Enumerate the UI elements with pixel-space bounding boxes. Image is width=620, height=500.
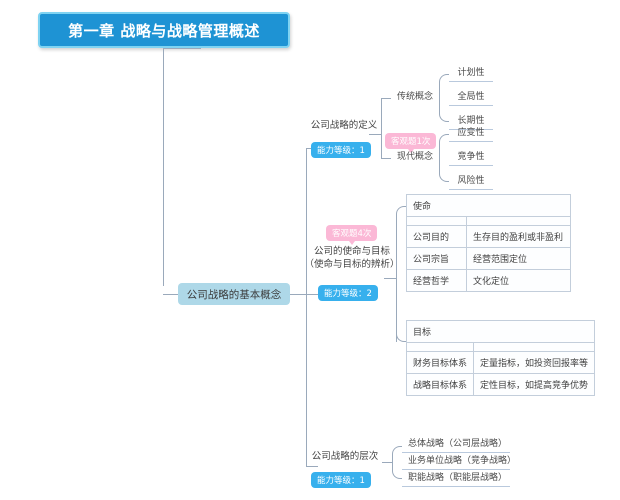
branch-mission-label[interactable]: 公司的使命与目标 （使命与目标的辨析） bbox=[300, 245, 404, 271]
table-goal-r0-c1: 定量指标，如投资回报率等 bbox=[473, 351, 596, 374]
connector-center-right-stub bbox=[290, 294, 306, 295]
table-row: 目标 bbox=[405, 320, 596, 343]
center-node-text: 公司战略的基本概念 bbox=[186, 288, 282, 301]
badge-definition-level[interactable]: 能力等级：1 bbox=[311, 142, 371, 158]
table-mission-spacer-right bbox=[466, 216, 571, 226]
table-goal-spacer-right bbox=[473, 342, 596, 352]
connector-modern-curve-top bbox=[439, 134, 449, 158]
group-traditional-label[interactable]: 传统概念 bbox=[391, 90, 439, 105]
leaf-traditional-1[interactable]: 全局性 bbox=[449, 90, 493, 106]
connector-branch-spine bbox=[306, 148, 307, 466]
table-row: 战略目标体系 定性目标，如提高竞争优势 bbox=[405, 373, 596, 396]
branch-definition-label-text: 公司战略的定义 bbox=[310, 120, 378, 131]
chapter-title-node[interactable]: 第一章 战略与战略管理概述 bbox=[38, 12, 290, 48]
table-row: 公司宗旨 经营范围定位 bbox=[406, 247, 571, 270]
connector-modern-curve-bottom bbox=[439, 158, 449, 182]
connector-branch-levels bbox=[306, 466, 318, 467]
table-mission-r0-c0: 公司目的 bbox=[406, 225, 467, 248]
leaf-modern-1[interactable]: 竞争性 bbox=[449, 150, 493, 166]
connector-definition-modern bbox=[381, 158, 391, 159]
connector-definition-traditional bbox=[381, 98, 391, 99]
badge-levels-level[interactable]: 能力等级：1 bbox=[311, 472, 371, 488]
connector-title-top-stub bbox=[163, 48, 201, 49]
table-row bbox=[405, 342, 596, 352]
branch-definition-label[interactable]: 公司战略的定义 bbox=[308, 119, 380, 132]
connector-mission-in bbox=[384, 278, 396, 279]
table-goal-r1-c1: 定性目标，如提高竞争优势 bbox=[473, 373, 596, 396]
table-goal-r1-c0: 战略目标体系 bbox=[405, 373, 475, 396]
connector-branch-mission bbox=[306, 294, 318, 295]
connector-mission-table2-curve bbox=[396, 332, 406, 342]
connector-levels-in bbox=[382, 462, 392, 463]
badge-definition-question-text: 客观题1次 bbox=[391, 137, 431, 147]
leaf-traditional-2[interactable]: 长期性 bbox=[449, 114, 493, 130]
connector-traditional-curve-bottom bbox=[439, 98, 449, 122]
connector-definition-in bbox=[369, 134, 381, 135]
badge-mission-level-text: 能力等级：2 bbox=[324, 289, 372, 299]
leaf-levels-1[interactable]: 业务单位战略（竞争战略） bbox=[402, 454, 516, 470]
table-mission-header: 使命 bbox=[406, 194, 571, 217]
group-modern-label[interactable]: 现代概念 bbox=[391, 150, 439, 165]
leaf-traditional-0-text: 计划性 bbox=[457, 68, 485, 78]
chapter-title-text: 第一章 战略与战略管理概述 bbox=[68, 21, 260, 40]
connector-mission-table1-curve bbox=[396, 206, 406, 216]
leaf-traditional-2-text: 长期性 bbox=[457, 116, 485, 126]
table-goal: 目标 财务目标体系 定量指标，如投资回报率等 战略目标体系 定性目标，如提高竞争… bbox=[405, 320, 596, 396]
table-row: 财务目标体系 定量指标，如投资回报率等 bbox=[405, 351, 596, 374]
leaf-modern-2[interactable]: 风险性 bbox=[449, 174, 493, 190]
table-row: 经营哲学 文化定位 bbox=[406, 269, 571, 292]
leaf-traditional-1-text: 全局性 bbox=[457, 92, 485, 102]
table-row: 使命 bbox=[406, 194, 571, 217]
table-mission-r0-c1: 生存目的盈利或非盈利 bbox=[466, 225, 571, 248]
badge-definition-level-text: 能力等级：1 bbox=[317, 146, 365, 156]
branch-mission-label-line2: （使命与目标的辨析） bbox=[304, 259, 400, 270]
table-mission-r1-c0: 公司宗旨 bbox=[406, 247, 467, 270]
table-mission-r2-c1: 文化定位 bbox=[466, 269, 571, 292]
badge-mission-question-text: 客观题4次 bbox=[332, 229, 372, 239]
connector-definition-spine bbox=[381, 98, 382, 158]
leaf-modern-0-text: 应变性 bbox=[457, 128, 485, 138]
badge-mission-question[interactable]: 客观题4次 bbox=[326, 225, 378, 245]
connector-mission-spine bbox=[396, 214, 397, 342]
badge-mission-level[interactable]: 能力等级：2 bbox=[318, 285, 378, 301]
branch-levels-label-text: 公司战略的层次 bbox=[311, 451, 379, 462]
leaf-levels-2-text: 职能战略（职能层战略） bbox=[408, 473, 508, 483]
table-mission-r2-c0: 经营哲学 bbox=[406, 269, 467, 292]
connector-traditional-curve-top bbox=[439, 74, 449, 98]
table-row: 公司目的 生存目的盈利或非盈利 bbox=[406, 225, 571, 248]
leaf-modern-0[interactable]: 应变性 bbox=[449, 126, 493, 142]
group-modern-label-text: 现代概念 bbox=[397, 152, 434, 162]
connector-title-to-center bbox=[163, 294, 179, 295]
connector-levels-curve-top bbox=[392, 446, 402, 463]
table-row bbox=[406, 216, 571, 226]
connector-title-down bbox=[163, 48, 164, 286]
table-mission: 使命 公司目的 生存目的盈利或非盈利 公司宗旨 经营范围定位 经营哲学 文化定位 bbox=[406, 194, 571, 292]
badge-levels-level-text: 能力等级：1 bbox=[317, 476, 365, 486]
leaf-modern-2-text: 风险性 bbox=[457, 176, 485, 186]
connector-levels-curve-bottom bbox=[392, 462, 402, 479]
badge-definition-question[interactable]: 客观题1次 bbox=[385, 133, 437, 153]
table-goal-header: 目标 bbox=[405, 320, 596, 343]
leaf-levels-2[interactable]: 职能战略（职能层战略） bbox=[402, 471, 510, 487]
leaf-levels-1-text: 业务单位战略（竞争战略） bbox=[408, 456, 517, 466]
leaf-levels-0[interactable]: 总体战略（公司层战略） bbox=[402, 437, 510, 453]
branch-levels-label[interactable]: 公司战略的层次 bbox=[308, 450, 382, 463]
branch-mission-label-line1: 公司的使命与目标 bbox=[313, 246, 390, 257]
leaf-modern-1-text: 竞争性 bbox=[457, 152, 485, 162]
table-goal-r0-c0: 财务目标体系 bbox=[405, 351, 475, 374]
center-node[interactable]: 公司战略的基本概念 bbox=[178, 283, 290, 305]
leaf-levels-0-text: 总体战略（公司层战略） bbox=[408, 439, 508, 449]
leaf-traditional-0[interactable]: 计划性 bbox=[449, 66, 493, 82]
table-goal-spacer-left bbox=[405, 342, 475, 352]
group-traditional-label-text: 传统概念 bbox=[397, 92, 434, 102]
table-mission-r1-c1: 经营范围定位 bbox=[466, 247, 571, 270]
table-mission-spacer-left bbox=[406, 216, 467, 226]
